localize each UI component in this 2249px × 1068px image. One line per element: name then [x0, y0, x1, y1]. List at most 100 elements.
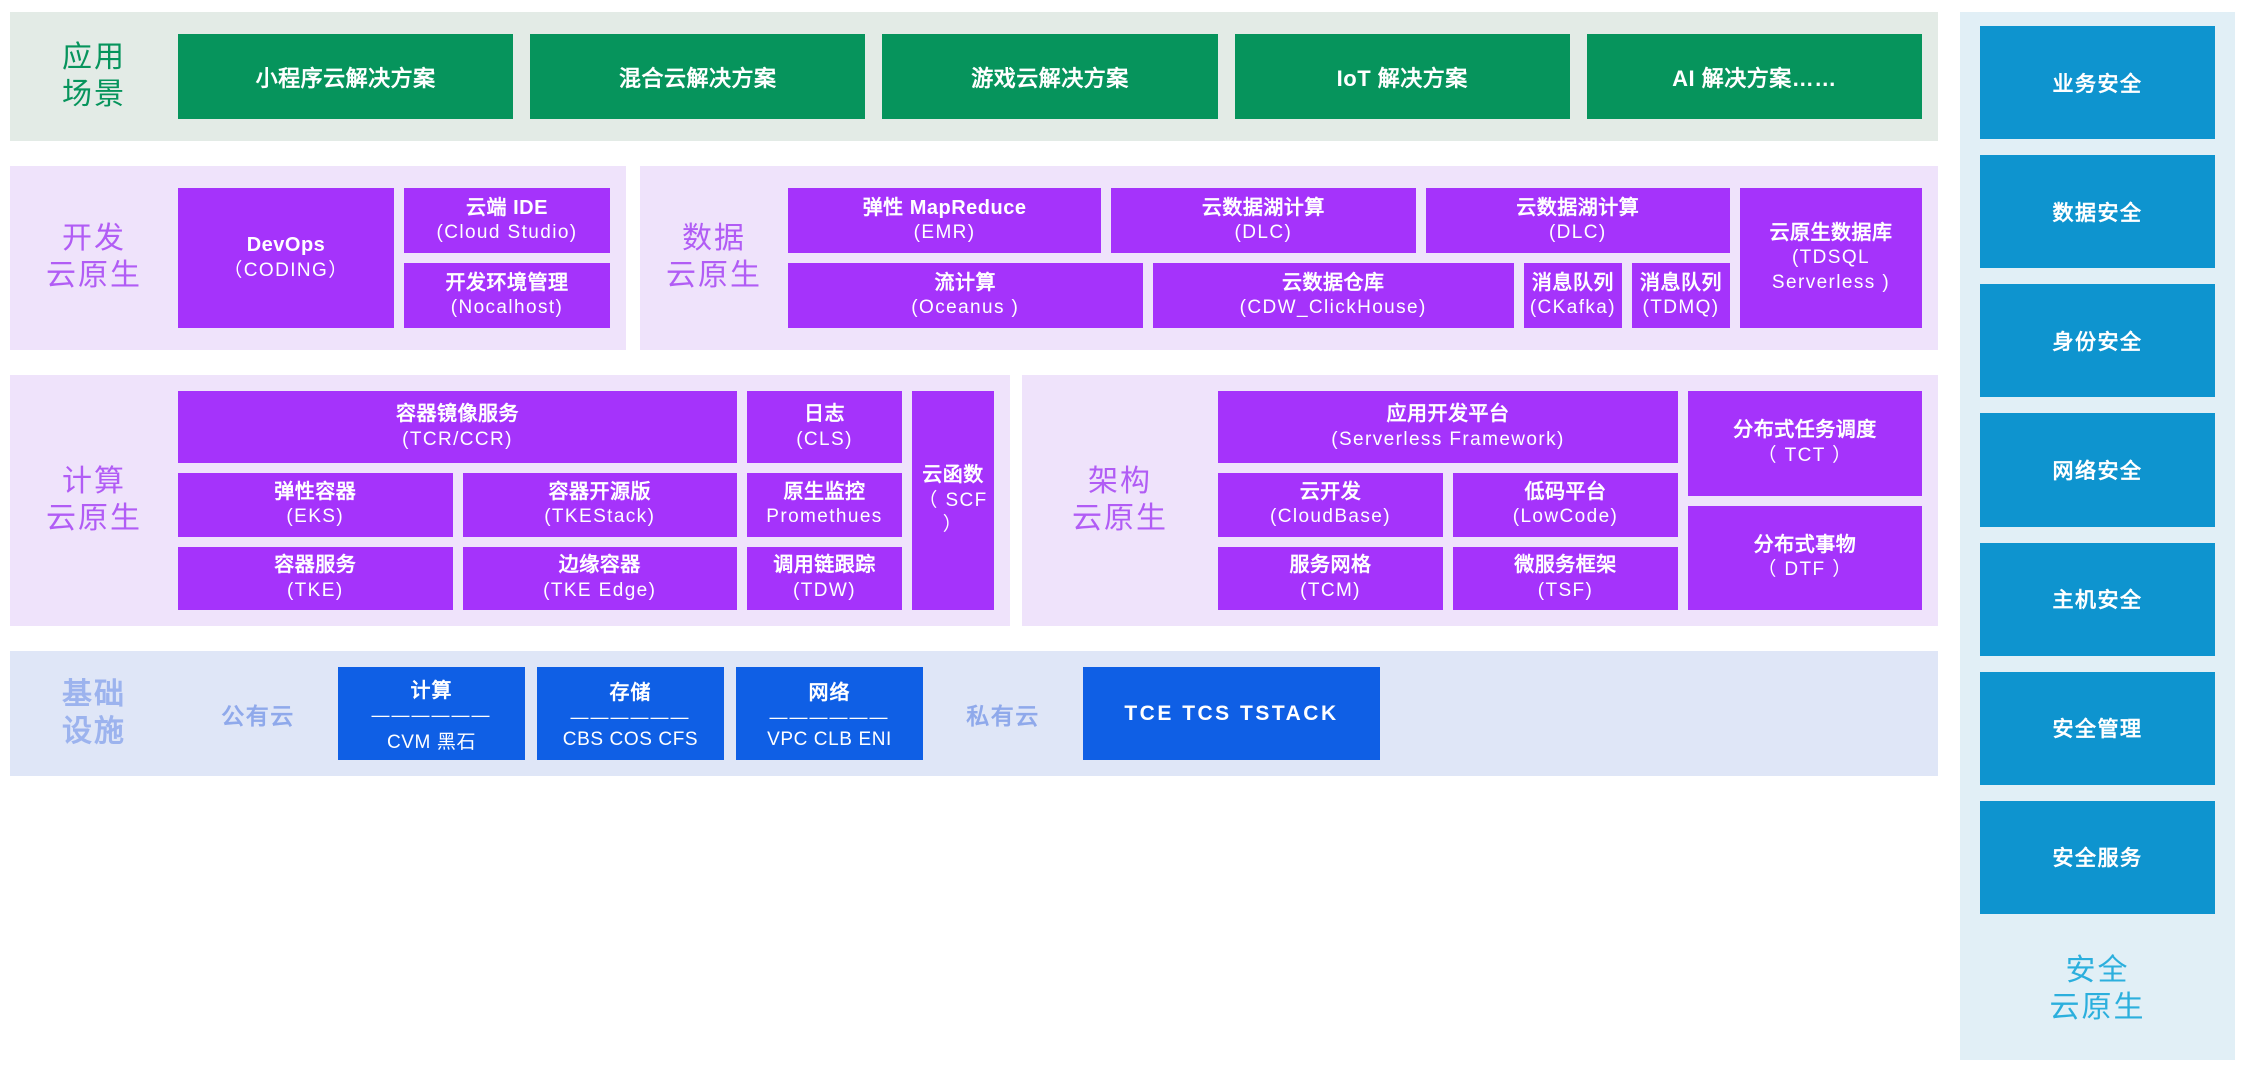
card-eks[interactable]: 弹性容器 (EKS): [178, 473, 453, 537]
public-cloud-tag: 公有云: [221, 702, 295, 729]
card-dlc-1[interactable]: 云数据湖计算 (DLC): [1111, 188, 1416, 253]
card-cloudbase[interactable]: 云开发 (CloudBase): [1218, 473, 1443, 537]
architecture-row-2: 云开发 (CloudBase) 低码平台 (LowCode): [1218, 473, 1678, 537]
card-cloudbase-sub: (CloudBase): [1269, 506, 1391, 528]
card-emr[interactable]: 弹性 MapReduce (EMR): [788, 188, 1102, 253]
card-emr-sub: (EMR): [913, 222, 976, 244]
card-tcr-ccr[interactable]: 容器镜像服务 (TCR/CCR): [178, 391, 737, 463]
card-oceanus[interactable]: 流计算 (Oceanus ): [788, 263, 1143, 328]
card-dlc-2[interactable]: 云数据湖计算 (DLC): [1425, 188, 1730, 253]
private-cloud-tag: 私有云: [966, 702, 1040, 729]
security-card-management[interactable]: 安全管理: [1980, 671, 2215, 785]
card-network-vpc-title: 网络: [808, 682, 851, 704]
infrastructure-label: 基础 设施: [10, 651, 178, 776]
card-tdsql-serverless-sub: (TDSQL Serverless ): [1771, 247, 1891, 293]
architecture-cloudnative-panel: 架构 云原生 应用开发平台 (Serverless Framework): [1022, 375, 1938, 626]
infrastructure-spacer: [1380, 667, 1922, 760]
card-ckafka[interactable]: 消息队列 (CKafka): [1523, 263, 1622, 328]
card-cdw-clickhouse-title: 云数据仓库: [1281, 271, 1385, 294]
card-tdmq[interactable]: 消息队列 (TDMQ): [1632, 263, 1730, 328]
card-compute-cvm-divider: ——————: [371, 704, 492, 725]
card-prometheus[interactable]: 原生监控 Promethues: [747, 473, 902, 537]
card-compute-cvm[interactable]: 计算 —————— CVM 黑石: [338, 667, 525, 760]
card-tcm[interactable]: 服务网格 (TCM): [1218, 546, 1443, 610]
card-tke-edge[interactable]: 边缘容器 (TKE Edge): [462, 546, 737, 610]
card-cdw-clickhouse[interactable]: 云数据仓库 (CDW_ClickHouse): [1152, 263, 1514, 328]
architecture-label-line2: 云原生: [1072, 501, 1168, 535]
card-tkestack[interactable]: 容器开源版 (TKEStack): [462, 473, 737, 537]
card-storage-cbs-sub: CBS COS CFS: [562, 729, 699, 750]
card-dtf[interactable]: 分布式事物 （ DTF ）: [1688, 505, 1922, 610]
main-stack: 应用 场景 小程序云解决方案 混合云解决方案 游戏云解决方案 IoT 解决方案 …: [10, 12, 1938, 1060]
data-row-top: 弹性 MapReduce (EMR) 云数据湖计算 (DLC) 云数据湖计算 (…: [788, 188, 1730, 253]
scenario-card-game-cloud[interactable]: 游戏云解决方案: [882, 34, 1218, 119]
card-tdsql-serverless[interactable]: 云原生数据库 (TDSQL Serverless ): [1740, 188, 1922, 328]
card-cloud-studio-sub: (Cloud Studio): [436, 222, 578, 244]
scenario-card-ai[interactable]: AI 解决方案……: [1586, 34, 1923, 119]
card-scf[interactable]: 云函数 （ SCF ）: [912, 391, 994, 610]
card-private-cloud-stack[interactable]: TCE TCS TSTACK: [1083, 667, 1380, 760]
data-label-line1: 数据: [682, 222, 746, 256]
card-tke[interactable]: 容器服务 (TKE): [178, 546, 453, 610]
card-scf-sub: （ SCF ）: [918, 489, 988, 536]
scenario-card-iot[interactable]: IoT 解决方案: [1234, 34, 1570, 119]
scenario-card-miniprogram[interactable]: 小程序云解决方案: [178, 34, 514, 119]
compute-label-line1: 计算: [62, 464, 126, 498]
data-label-line2: 云原生: [666, 259, 762, 292]
card-cls[interactable]: 日志 (CLS): [747, 391, 902, 463]
card-cloudbase-title: 云开发: [1299, 480, 1362, 503]
card-tcr-ccr-sub: (TCR/CCR): [402, 428, 513, 450]
infrastructure-label-line2: 设施: [62, 714, 126, 748]
card-scf-title: 云函数: [922, 464, 984, 487]
card-compute-cvm-title: 计算: [410, 679, 453, 702]
development-cloudnative-label: 开发 云原生: [10, 166, 178, 350]
card-tkestack-title: 容器开源版: [548, 480, 651, 503]
card-network-vpc[interactable]: 网络 —————— VPC CLB ENI: [736, 667, 923, 760]
architecture-row-3: 服务网格 (TCM) 微服务框架 (TSF): [1218, 546, 1678, 610]
compute-scf-column: 云函数 （ SCF ）: [912, 391, 994, 610]
card-cls-sub: (CLS): [796, 428, 853, 450]
application-scenarios-label-line2: 场景: [62, 77, 126, 111]
card-tct-sub: （ TCT ）: [1757, 444, 1853, 466]
security-card-identity[interactable]: 身份安全: [1980, 284, 2215, 398]
card-tke-title: 容器服务: [274, 554, 357, 577]
data-cloudnative-label: 数据 云原生: [640, 166, 788, 350]
card-tke-sub: (TKE): [286, 579, 344, 601]
card-tdw-title: 调用链跟踪: [773, 554, 876, 577]
security-card-network[interactable]: 网络安全: [1980, 413, 2215, 527]
card-tct-title: 分布式任务调度: [1733, 419, 1877, 442]
card-storage-cbs-title: 存储: [609, 682, 652, 704]
card-tdmq-sub: (TDMQ): [1642, 297, 1720, 319]
architecture-right-stack: 分布式任务调度 （ TCT ） 分布式事物 （ DTF ）: [1688, 391, 1922, 610]
card-tdw-sub: (TDW): [793, 579, 856, 601]
card-storage-cbs-divider: ——————: [570, 707, 691, 727]
security-card-host[interactable]: 主机安全: [1980, 542, 2215, 656]
card-tdsql-serverless-title: 云原生数据库: [1769, 221, 1893, 244]
development-cards: DevOps （CODING） 云端 IDE (Cloud Studio) 开发…: [178, 166, 626, 350]
card-storage-cbs[interactable]: 存储 —————— CBS COS CFS: [537, 667, 724, 760]
card-tdw[interactable]: 调用链跟踪 (TDW): [747, 546, 902, 610]
security-card-business[interactable]: 业务安全: [1980, 26, 2215, 140]
security-label-line1: 安全: [2065, 954, 2130, 988]
compute-cloudnative-label: 计算 云原生: [10, 375, 178, 626]
card-devops-coding[interactable]: DevOps （CODING）: [178, 188, 394, 328]
card-nocalhost[interactable]: 开发环境管理 (Nocalhost): [404, 263, 610, 328]
card-lowcode[interactable]: 低码平台 (LowCode): [1453, 473, 1678, 537]
card-tct[interactable]: 分布式任务调度 （ TCT ）: [1688, 391, 1922, 496]
card-tsf[interactable]: 微服务框架 (TSF): [1453, 546, 1678, 610]
security-card-service[interactable]: 安全服务: [1980, 800, 2215, 914]
card-serverless-framework[interactable]: 应用开发平台 (Serverless Framework): [1218, 391, 1678, 463]
card-network-vpc-divider: ——————: [769, 707, 890, 727]
card-cls-title: 日志: [804, 403, 845, 426]
architecture-label-line1: 架构: [1088, 464, 1152, 498]
compute-main-grid: 容器镜像服务 (TCR/CCR) 日志 (CLS) 弹性容器 (EK: [178, 391, 902, 610]
card-tsf-sub: (TSF): [1537, 579, 1594, 601]
card-lowcode-title: 低码平台: [1524, 480, 1607, 503]
card-cloud-studio[interactable]: 云端 IDE (Cloud Studio): [404, 188, 610, 253]
development-label-line2: 云原生: [46, 259, 142, 292]
scenario-card-hybrid-cloud[interactable]: 混合云解决方案: [530, 34, 866, 119]
security-card-data[interactable]: 数据安全: [1980, 155, 2215, 269]
card-compute-cvm-sub: CVM 黑石: [386, 731, 477, 753]
compute-and-arch-row: 计算 云原生 容器镜像服务 (TCR/CCR) 日志 (CLS): [10, 375, 1938, 626]
